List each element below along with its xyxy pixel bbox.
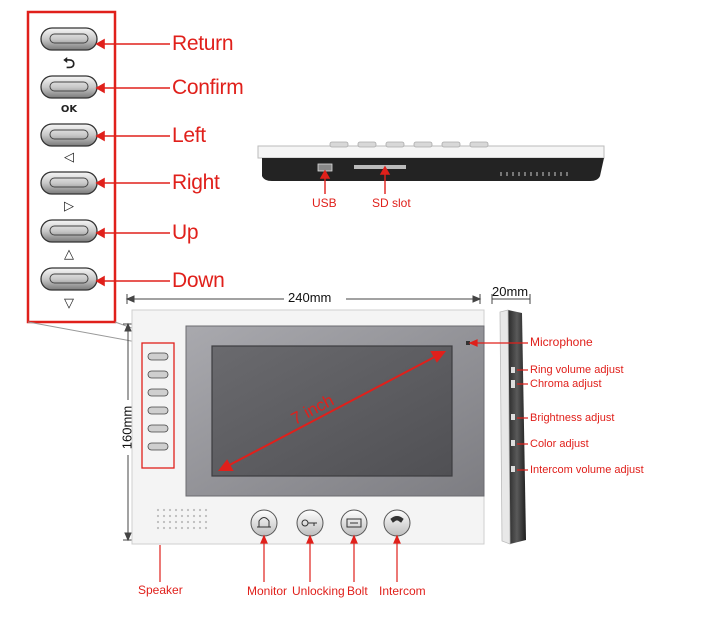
device-front bbox=[131, 309, 485, 545]
ring-volume-label: Ring volume adjust bbox=[530, 364, 624, 376]
up-triangle-icon: △ bbox=[64, 247, 74, 262]
intercom-label: Intercom bbox=[379, 584, 426, 598]
zoom-line-left bbox=[27, 321, 143, 344]
right-label: Right bbox=[172, 171, 220, 194]
panel-buttons bbox=[40, 27, 98, 291]
down-triangle-icon: ▽ bbox=[64, 296, 74, 311]
usb-label: USB bbox=[312, 196, 337, 210]
return-label: Return bbox=[172, 32, 234, 55]
brightness-adjust-label: Brightness adjust bbox=[530, 412, 615, 424]
width-dimension-line bbox=[125, 294, 482, 304]
monitor-round-button bbox=[250, 509, 278, 537]
color-adjust-label: Color adjust bbox=[530, 438, 589, 450]
round-button-icons bbox=[257, 516, 404, 528]
right-triangle-icon: ▷ bbox=[64, 199, 74, 214]
right-button-shape bbox=[40, 171, 98, 195]
chroma-adjust-label: Chroma adjust bbox=[530, 378, 602, 390]
handset-icon bbox=[390, 516, 404, 523]
side-view-device bbox=[499, 309, 526, 545]
ok-text: OK bbox=[60, 104, 78, 115]
confirm-label: Confirm bbox=[172, 76, 244, 99]
top-view-leaders bbox=[319, 165, 391, 194]
unlocking-label: Unlocking bbox=[292, 584, 345, 598]
height-dimension-line bbox=[123, 322, 133, 542]
left-triangle-icon: ◁ bbox=[64, 150, 74, 165]
up-button-shape bbox=[40, 219, 98, 243]
left-button-shape bbox=[40, 123, 98, 147]
depth-dimension-label: 20mm bbox=[492, 284, 529, 299]
speaker-grille bbox=[156, 508, 208, 530]
top-view-device bbox=[257, 141, 605, 181]
intercom-round-button bbox=[383, 509, 411, 537]
bolt-icon bbox=[346, 518, 362, 528]
left-label: Left bbox=[172, 124, 206, 147]
down-button-shape bbox=[40, 267, 98, 291]
return-button-shape bbox=[40, 27, 98, 51]
key-icon bbox=[301, 519, 317, 527]
button-panel-frame bbox=[26, 10, 117, 324]
down-label: Down bbox=[172, 269, 225, 292]
confirm-button-shape bbox=[40, 75, 98, 99]
mini-button-strip bbox=[141, 342, 175, 469]
return-icon: ⮌ bbox=[62, 54, 75, 72]
width-dimension-label: 240mm bbox=[288, 290, 332, 305]
panel-leader-lines bbox=[95, 38, 170, 287]
up-label: Up bbox=[172, 221, 199, 244]
monitor-bell-icon bbox=[258, 517, 270, 528]
diagonal-arrow bbox=[217, 351, 447, 471]
bottom-leader-lines bbox=[159, 534, 401, 582]
monitor-label: Monitor bbox=[247, 584, 288, 598]
sd-slot-label: SD slot bbox=[372, 196, 411, 210]
side-leader-lines bbox=[468, 339, 528, 471]
intercom-volume-label: Intercom volume adjust bbox=[530, 464, 644, 476]
speaker-label: Speaker bbox=[138, 583, 183, 597]
height-dimension-label: 160mm bbox=[119, 405, 135, 450]
depth-dimension-line bbox=[491, 294, 531, 304]
bolt-label: Bolt bbox=[347, 584, 368, 598]
microphone-label: Microphone bbox=[530, 335, 593, 349]
